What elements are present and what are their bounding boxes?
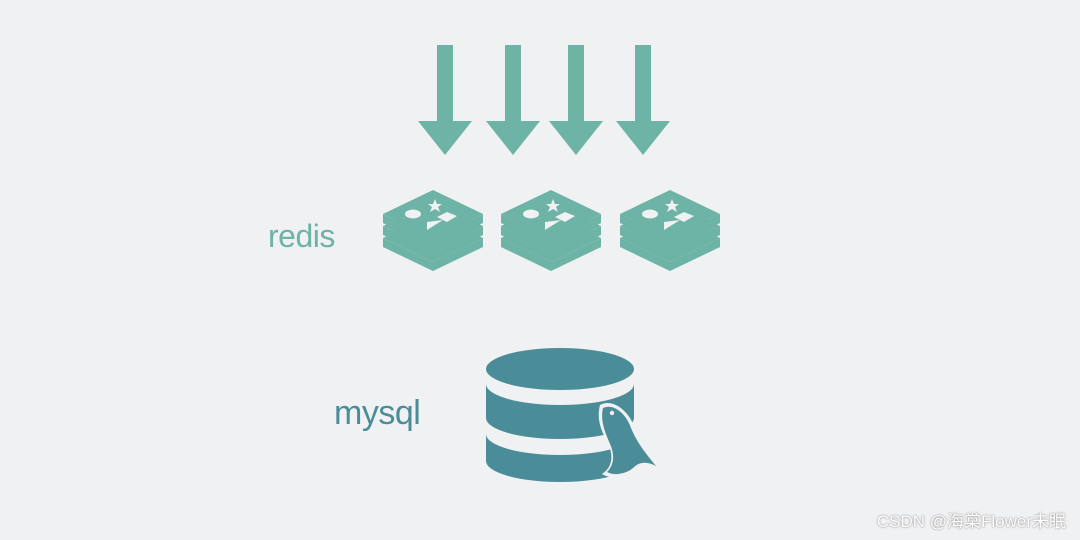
redis-nodes-group bbox=[383, 190, 720, 271]
redis-cube-icon bbox=[620, 190, 720, 271]
down-arrow-icon bbox=[549, 45, 603, 155]
redis-cube-icon bbox=[501, 190, 601, 271]
down-arrow-icon bbox=[486, 45, 540, 155]
redis-cube-icon bbox=[383, 190, 483, 271]
arrows-group bbox=[418, 45, 670, 155]
down-arrow-icon bbox=[616, 45, 670, 155]
down-arrow-icon bbox=[418, 45, 472, 155]
mysql-database-icon bbox=[486, 348, 660, 482]
mysql-label: mysql bbox=[334, 394, 421, 432]
watermark: CSDN @海棠Flower未眠 bbox=[876, 512, 1066, 531]
redis-label: redis bbox=[268, 218, 335, 254]
